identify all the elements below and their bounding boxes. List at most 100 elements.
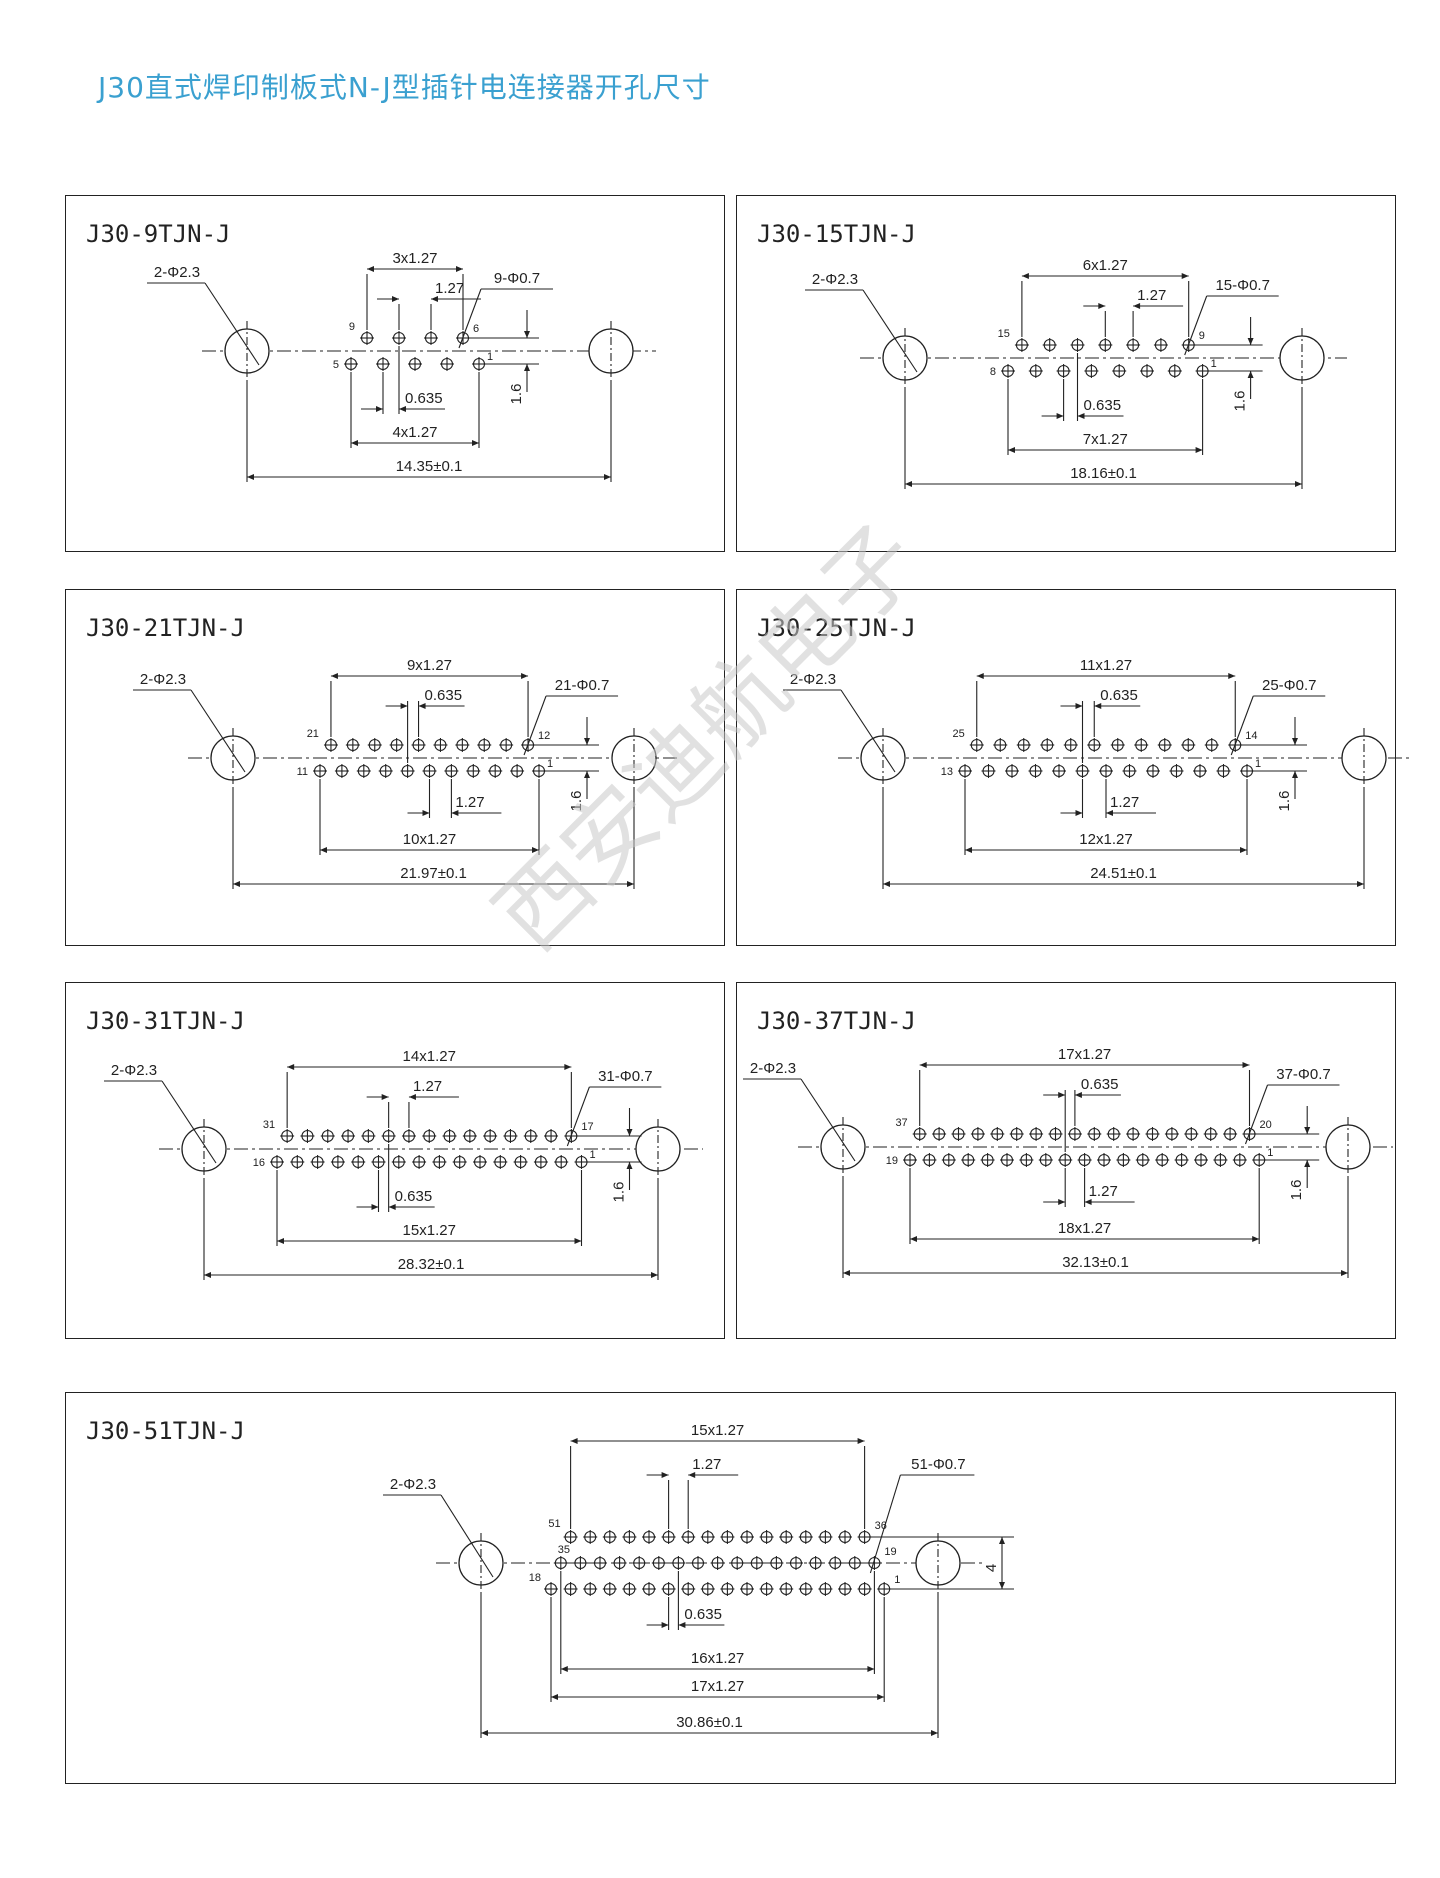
mount-hole <box>458 1540 504 1586</box>
arrowhead <box>1181 273 1189 279</box>
arrowhead <box>857 1438 865 1444</box>
arrowhead <box>1341 1270 1348 1276</box>
arrowhead <box>919 1062 927 1068</box>
arrowhead <box>604 474 611 480</box>
dim-top-span-label: 15x1.27 <box>691 1422 744 1439</box>
mount-hole <box>210 735 256 781</box>
arrowhead <box>1075 703 1083 709</box>
arrowhead <box>1133 303 1141 309</box>
mount-leader <box>862 289 918 373</box>
dim-offset-label: 0.635 <box>1081 1076 1119 1093</box>
dim-bottom-span-label: 18x1.27 <box>1058 1220 1111 1237</box>
arrowhead <box>418 703 426 709</box>
row-gap-dim-label: 1.6 <box>1276 791 1293 812</box>
pin-label: 11 <box>297 766 308 778</box>
row-gap-dim-label: 1.6 <box>1232 391 1249 412</box>
arrowhead <box>1098 303 1106 309</box>
model-title: J30-9TJN-J <box>86 220 231 248</box>
dim-offset-label: 0.635 <box>405 390 443 407</box>
arrowhead <box>1247 371 1254 378</box>
pin-label: 35 <box>558 1544 570 1556</box>
arrowhead <box>1077 413 1085 419</box>
mount-hole <box>181 1126 227 1172</box>
dim-top-span-label: 3x1.27 <box>392 250 437 267</box>
pin-label: 5 <box>333 359 339 371</box>
arrowhead <box>320 847 327 853</box>
arrowhead <box>1056 413 1064 419</box>
arrowhead <box>456 266 463 272</box>
mount-hole <box>860 735 906 781</box>
arrowhead <box>1058 1199 1066 1205</box>
dim-bottom-span-label: 16x1.27 <box>691 1650 744 1667</box>
row-gap-dim-label: 4 <box>983 1564 1000 1572</box>
mount-hole-callout: 2-Φ2.3 <box>111 1062 157 1079</box>
arrowhead <box>1106 810 1113 816</box>
pin-label: 19 <box>884 1546 896 1558</box>
pin-label: 13 <box>941 766 953 778</box>
dim-pitch-label: 1.27 <box>435 280 464 297</box>
mount-hole-callout: 2-Φ2.3 <box>790 671 836 688</box>
row-gap-dim-label: 1.6 <box>568 791 585 812</box>
arrowhead <box>678 1622 686 1628</box>
arrowhead <box>570 1438 578 1444</box>
pin-leader <box>1244 1084 1269 1145</box>
arrowhead <box>883 881 890 887</box>
arrowhead <box>627 881 634 887</box>
mount-leader <box>190 689 246 773</box>
arrowhead <box>1252 1236 1260 1242</box>
arrowhead <box>651 1272 658 1278</box>
mount-hole <box>1279 335 1325 381</box>
pin-label: 51 <box>548 1518 560 1530</box>
pin-label: 25 <box>953 728 965 740</box>
pin-leader <box>1184 295 1208 356</box>
arrowhead <box>451 810 459 816</box>
pin-label: 12 <box>538 730 550 742</box>
arrowhead <box>381 1094 389 1100</box>
arrowhead <box>843 1270 850 1276</box>
arrowhead <box>999 1537 1005 1544</box>
pin-label: 1 <box>590 1149 596 1161</box>
mount-hole <box>635 1126 681 1172</box>
mount-leader <box>840 689 896 773</box>
arrowhead <box>532 847 539 853</box>
dim-offset-label: 0.635 <box>684 1606 722 1623</box>
model-title: J30-25TJN-J <box>757 614 916 642</box>
arrowhead <box>1295 481 1302 487</box>
dim-pitch-label: 1.27 <box>692 1456 721 1473</box>
mount-hole <box>1341 735 1387 781</box>
arrowhead <box>481 1730 488 1736</box>
pin-label: 9 <box>349 321 355 333</box>
mount-hole-callout: 2-Φ2.3 <box>750 1060 796 1077</box>
arrowhead <box>551 1694 558 1700</box>
arrowhead <box>1058 1092 1066 1098</box>
dim-pitch-label: 1.27 <box>1137 287 1166 304</box>
arrowhead <box>1008 447 1015 453</box>
arrowhead <box>976 673 984 679</box>
dim-top-span-label: 14x1.27 <box>403 1048 456 1065</box>
arrowhead <box>1084 1199 1092 1205</box>
pin-hole-callout: 9-Φ0.7 <box>494 270 540 287</box>
pin-hole-callout: 31-Φ0.7 <box>598 1068 653 1085</box>
pin-label: 17 <box>581 1121 593 1133</box>
dim-bottom-span-label: 4x1.27 <box>392 424 437 441</box>
arrowhead <box>1292 771 1298 778</box>
dim-bottom-span-label: 7x1.27 <box>1083 431 1128 448</box>
arrowhead <box>524 331 530 338</box>
pin-hole-callout: 21-Φ0.7 <box>555 677 610 694</box>
pin-label: 37 <box>895 1117 907 1129</box>
arrowhead <box>1304 1127 1311 1134</box>
mount-hole-callout: 2-Φ2.3 <box>390 1476 436 1493</box>
arrowhead <box>1021 273 1029 279</box>
model-title: J30-31TJN-J <box>86 1007 245 1035</box>
arrowhead <box>688 1472 696 1478</box>
mount-hole-callout: 2-Φ2.3 <box>154 264 200 281</box>
arrowhead <box>564 1064 572 1070</box>
arrowhead <box>1074 1092 1082 1098</box>
